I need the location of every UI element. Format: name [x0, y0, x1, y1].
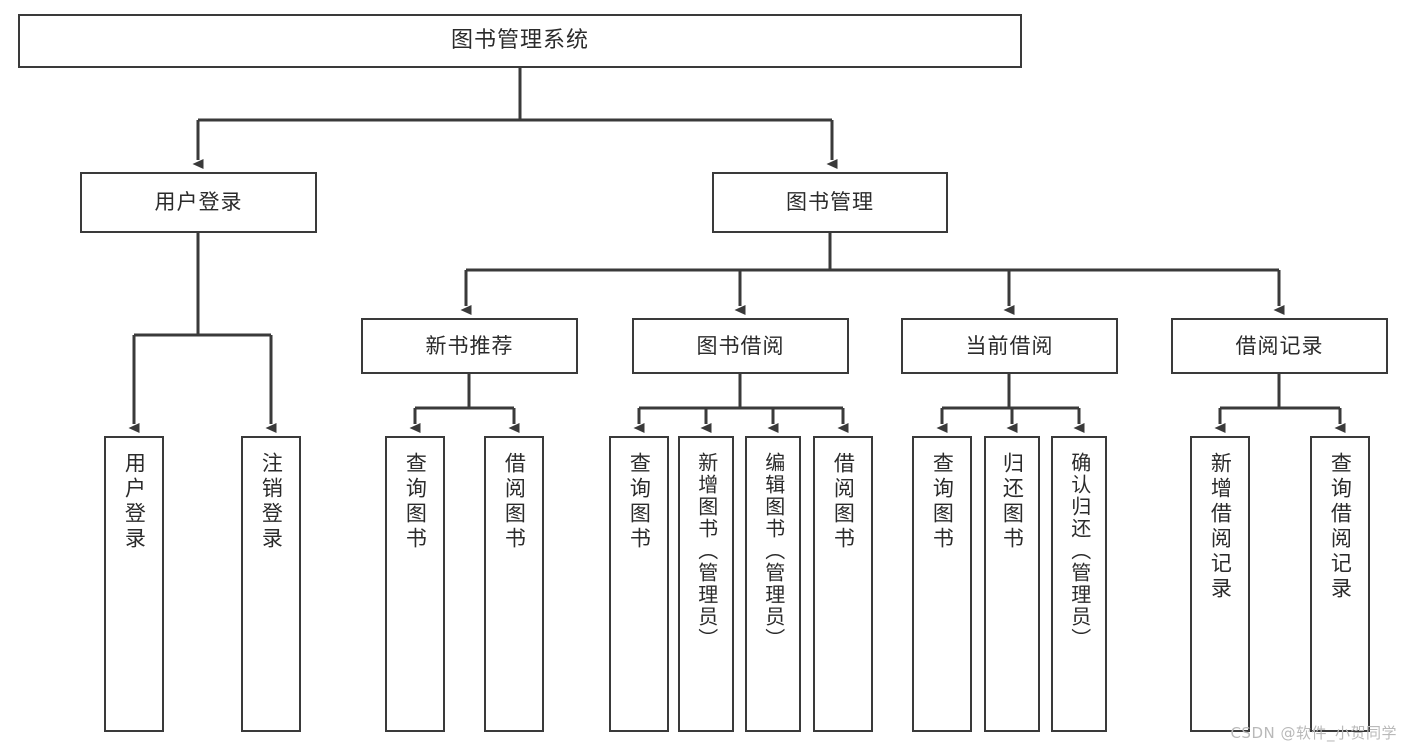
node-user-login[interactable]: 用户登录: [80, 172, 317, 233]
leaf-user-login-label: 用户登录: [122, 452, 147, 552]
leaf-borrow-book-label: 借阅图书: [831, 452, 856, 552]
csdn-watermark: CSDN @软件_小贺同学: [1230, 724, 1397, 742]
leaf-confirm-return-admin-label: 确认归还（管理员）: [1067, 452, 1092, 650]
leaf-add-book-admin[interactable]: 新增图书（管理员）: [678, 436, 734, 732]
node-book-borrow[interactable]: 图书借阅: [632, 318, 849, 374]
node-book-management[interactable]: 图书管理: [712, 172, 948, 233]
leaf-user-login[interactable]: 用户登录: [104, 436, 164, 732]
leaf-query-book-recommend-label: 查询图书: [403, 452, 428, 552]
node-user-login-label: 用户登录: [154, 190, 243, 215]
leaf-add-book-admin-label: 新增图书（管理员）: [694, 452, 719, 650]
leaf-query-book-borrow[interactable]: 查询图书: [609, 436, 669, 732]
node-current-borrow-label: 当前借阅: [965, 333, 1054, 358]
node-new-book-recommend[interactable]: 新书推荐: [361, 318, 578, 374]
leaf-query-borrow-record[interactable]: 查询借阅记录: [1310, 436, 1370, 732]
node-new-book-recommend-label: 新书推荐: [425, 333, 514, 358]
leaf-query-book-current-label: 查询图书: [930, 452, 955, 552]
leaf-confirm-return-admin[interactable]: 确认归还（管理员）: [1051, 436, 1107, 732]
leaf-return-book-label: 归还图书: [1000, 452, 1025, 552]
node-root-system-label: 图书管理系统: [450, 28, 589, 54]
leaf-add-borrow-record-label: 新增借阅记录: [1208, 452, 1233, 602]
leaf-query-book-current[interactable]: 查询图书: [912, 436, 972, 732]
leaf-add-borrow-record[interactable]: 新增借阅记录: [1190, 436, 1250, 732]
node-borrow-record[interactable]: 借阅记录: [1171, 318, 1388, 374]
leaf-borrow-book-recommend[interactable]: 借阅图书: [484, 436, 544, 732]
node-current-borrow[interactable]: 当前借阅: [901, 318, 1118, 374]
leaf-edit-book-admin[interactable]: 编辑图书（管理员）: [745, 436, 801, 732]
leaf-return-book[interactable]: 归还图书: [984, 436, 1040, 732]
node-borrow-record-label: 借阅记录: [1235, 333, 1324, 358]
leaf-edit-book-admin-label: 编辑图书（管理员）: [761, 452, 786, 650]
leaf-query-book-borrow-label: 查询图书: [627, 452, 652, 552]
leaf-query-book-recommend[interactable]: 查询图书: [385, 436, 445, 732]
leaf-logout[interactable]: 注销登录: [241, 436, 301, 732]
leaf-borrow-book[interactable]: 借阅图书: [813, 436, 873, 732]
node-book-borrow-label: 图书借阅: [696, 333, 785, 358]
leaf-borrow-book-recommend-label: 借阅图书: [502, 452, 527, 552]
leaf-logout-label: 注销登录: [259, 452, 284, 552]
node-book-management-label: 图书管理: [786, 190, 874, 215]
leaf-query-borrow-record-label: 查询借阅记录: [1328, 452, 1353, 602]
node-root-system[interactable]: 图书管理系统: [18, 14, 1022, 68]
